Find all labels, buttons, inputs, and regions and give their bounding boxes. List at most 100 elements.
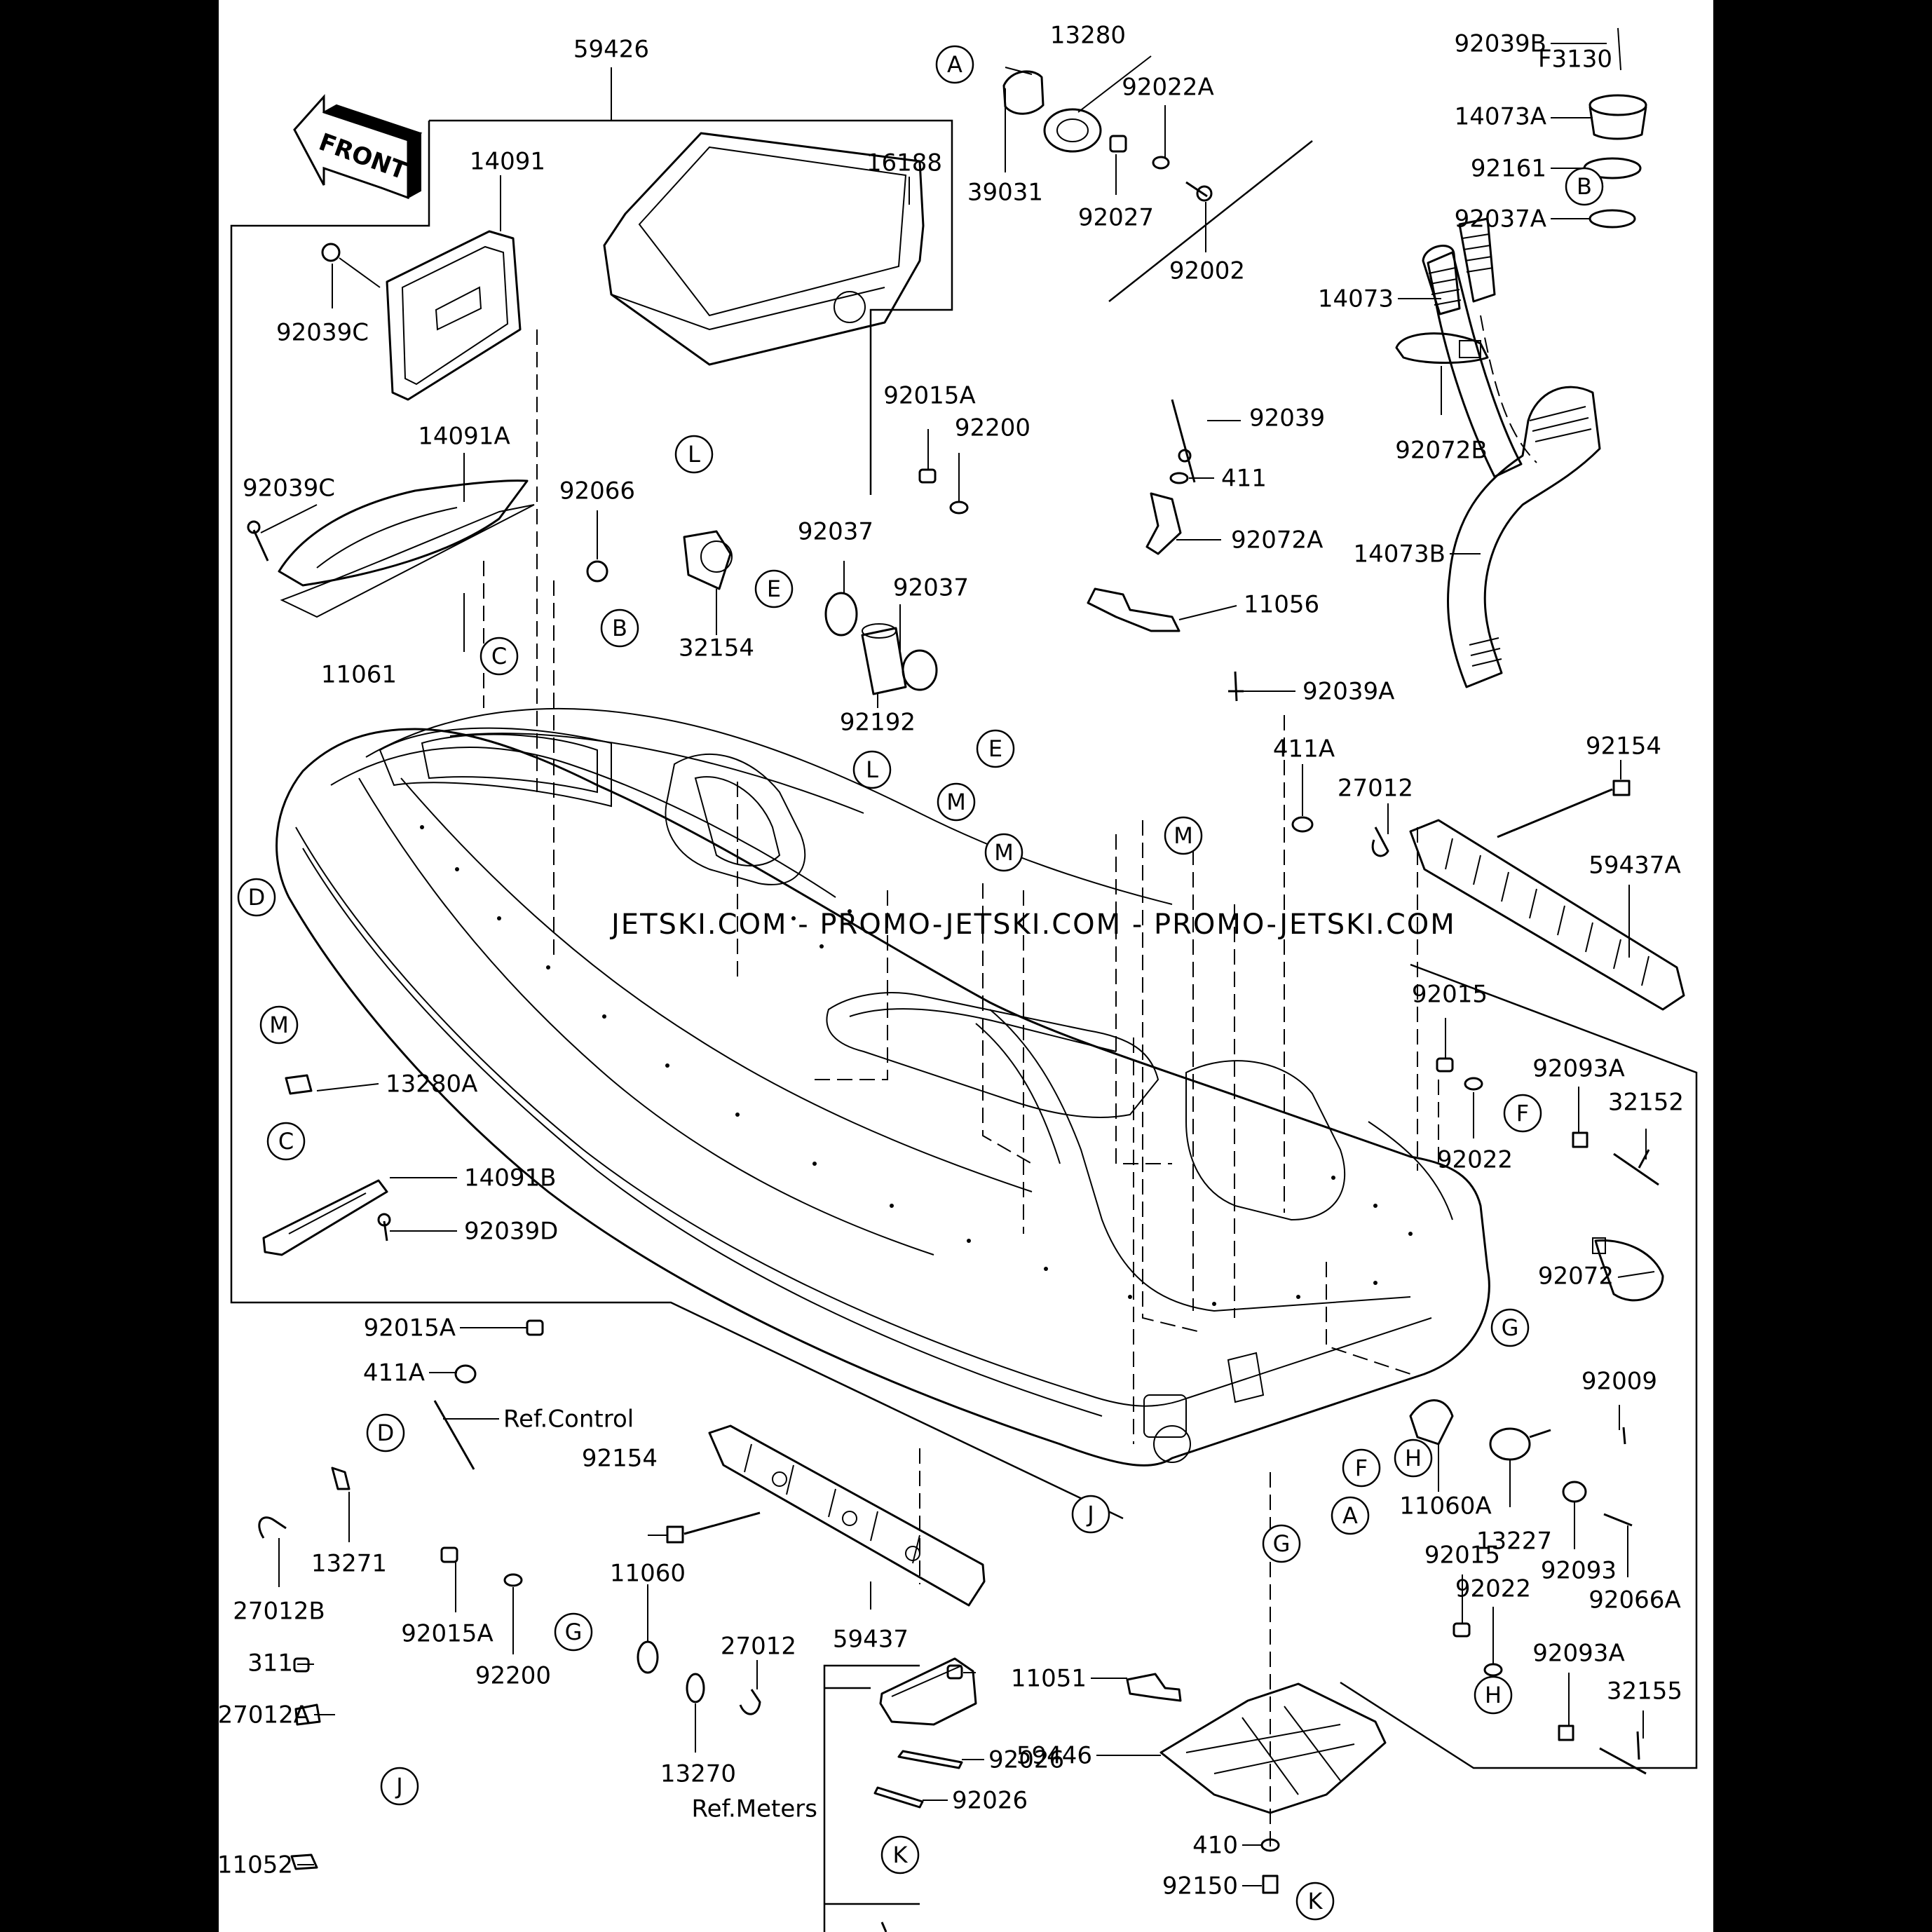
part-number: 92192 [840,709,916,737]
svg-text:L: L [688,441,700,468]
part-number: 13270 [660,1760,736,1788]
part-number: 92015 [1424,1542,1500,1570]
callout-K-left: K [880,1835,920,1875]
washer-92093 [1562,1481,1587,1503]
part-number: 27012 [721,1633,796,1661]
part-number: 16188 [866,149,942,177]
svg-text:J: J [395,1773,402,1800]
part-number: 92093A [1532,1055,1624,1083]
leader-lines [260,43,1655,1886]
part-number: 92002 [1169,257,1245,285]
part-number: 411 [1221,465,1267,493]
part-number: 92015 [1412,981,1488,1009]
bolt-92154-top [1497,780,1631,838]
part-number: 411A [363,1359,425,1387]
clamp-92037-b [902,649,938,691]
diagram-id: F3130 [1538,46,1612,74]
washer-92022A [1152,156,1170,170]
tie-92026-b [873,1786,924,1809]
callout-B-top: B [1565,167,1604,206]
part-number: 13271 [311,1550,387,1578]
bolt-92150 [1262,1875,1279,1894]
bracket-92072A [1145,492,1182,555]
fitting-32155 [1599,1731,1647,1775]
lid-14091A [278,479,535,618]
callout-L-top: L [674,435,714,474]
callout-B-mid: B [600,608,639,648]
part-number: 92037 [798,518,873,546]
part-number: 32155 [1607,1678,1682,1706]
cover-39031 [1002,70,1045,115]
svg-text:G: G [1273,1530,1291,1557]
part-number: 311 [247,1649,293,1678]
control-rod [433,1400,475,1470]
bolt-92154-bot [666,1511,761,1544]
main-frame-outline [230,121,1124,1520]
callout-C-top: C [479,637,519,676]
part-number: 92026 [952,1787,1028,1815]
part-number: 92022 [1437,1146,1513,1174]
footrest-59437 [708,1424,986,1607]
screw-92039D [377,1213,391,1241]
callout-G-right: G [1490,1308,1530,1347]
drain-32154 [683,530,733,590]
part-number: 92072A [1231,526,1323,555]
part-number: 27012 [1338,775,1413,803]
clamp-92037-a [824,592,858,637]
callout-M-c: M [1164,816,1203,855]
hose-92192 [861,623,907,695]
callout-J-left: J [380,1767,419,1806]
svg-text:M: M [994,839,1014,866]
nut-92015A-top [918,468,937,484]
part-number: 59437A [1589,852,1680,880]
svg-text:H: H [1405,1445,1422,1471]
nut-92015A-bot [440,1546,458,1563]
clip-27012-top [1371,826,1389,857]
part-number: 92039A [1302,678,1394,706]
clamp-92037A [1589,209,1636,229]
part-number: 92037A [1455,205,1546,233]
callout-M-left: M [259,1005,299,1045]
collar-92027 [1109,135,1127,153]
svg-text:K: K [893,1842,909,1868]
washer-411A-mid [454,1364,477,1384]
front-arrow-icon: FRONT [293,94,423,200]
washer-411A-top [1291,816,1314,833]
part-number: 59446 [1016,1742,1092,1770]
part-labels: 59426 14091 16188 92039C 14091A 92039C 9… [219,22,1684,1900]
part-number: 32154 [679,634,754,662]
part-number: 27012A [219,1701,310,1729]
callout-A-bot: A [1331,1496,1370,1535]
washer-411 [1169,472,1189,484]
callout-F-right: F [1503,1094,1542,1133]
part-number: 11052 [219,1851,293,1879]
callout-H-mid: H [1394,1438,1433,1478]
pin-92039A [1228,671,1244,702]
part-number: 92022A [1122,74,1213,102]
part-number: 410 [1192,1832,1238,1860]
cap-13280 [1043,108,1102,153]
band-92072 [1592,1237,1664,1302]
meters-bracket [823,1664,920,1932]
svg-text:D: D [377,1420,395,1446]
nut-92015-a [1436,1057,1454,1073]
fitting-13227 [1489,1427,1551,1461]
part-number: 59426 [573,36,649,64]
clip-27012-bot [739,1689,761,1715]
part-number: 92093A [1532,1640,1624,1668]
vent-cap-14073A [1589,27,1647,140]
bolt-92002 [1185,181,1213,202]
part-number: 92072B [1395,437,1487,465]
screw-92039C-a [321,243,381,288]
right-frame-outline [1340,963,1698,1769]
dashed-leaders [483,329,1439,1851]
svg-text:J: J [1086,1501,1094,1528]
part-number: 14073A [1455,103,1546,131]
part-number: 411A [1273,735,1335,763]
meter-bracket [879,1657,977,1726]
clip-27012B [258,1516,287,1539]
callout-M-b: M [984,833,1023,872]
vent-hose-14073 [1422,217,1523,478]
callout-M-a: M [937,782,976,822]
callout-H-bot: H [1474,1675,1513,1715]
